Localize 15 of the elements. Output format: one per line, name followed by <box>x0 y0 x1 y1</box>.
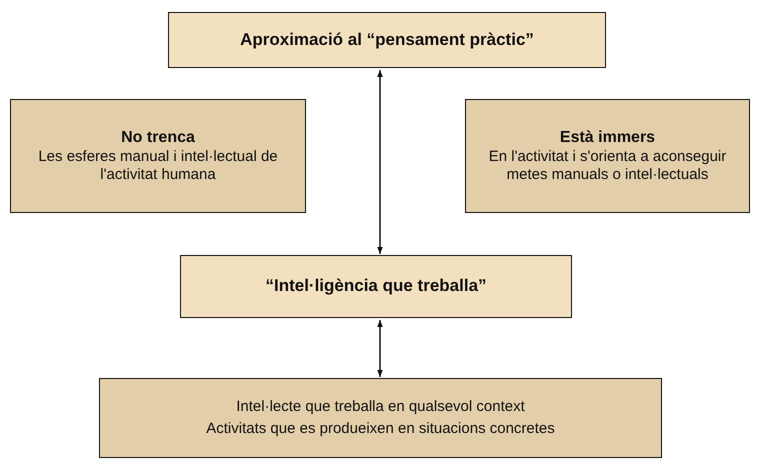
heading: Està immers <box>558 128 656 148</box>
description: En l'activitat i s'orienta a aconseguir metes manuals o intel·lectuals <box>488 148 728 184</box>
description: Les esferes manual i intel·lectual de l'activitat humana <box>37 148 279 184</box>
description: Activitats que es produeixen en situacions concretes <box>205 420 556 438</box>
double-arrow <box>377 320 383 377</box>
double-arrow <box>377 70 383 254</box>
description: Intel·lecte que treballa en qualsevol context <box>235 398 526 416</box>
text-box <box>99 378 662 458</box>
heading: No trenca <box>120 128 196 148</box>
heading: Aproximació al “pensament pràctic” <box>239 30 535 50</box>
concept-box <box>180 255 572 318</box>
title-box <box>168 12 606 68</box>
heading: “Intel·ligència que treballa” <box>264 276 488 297</box>
text-box <box>465 99 750 213</box>
text-box <box>10 99 306 213</box>
